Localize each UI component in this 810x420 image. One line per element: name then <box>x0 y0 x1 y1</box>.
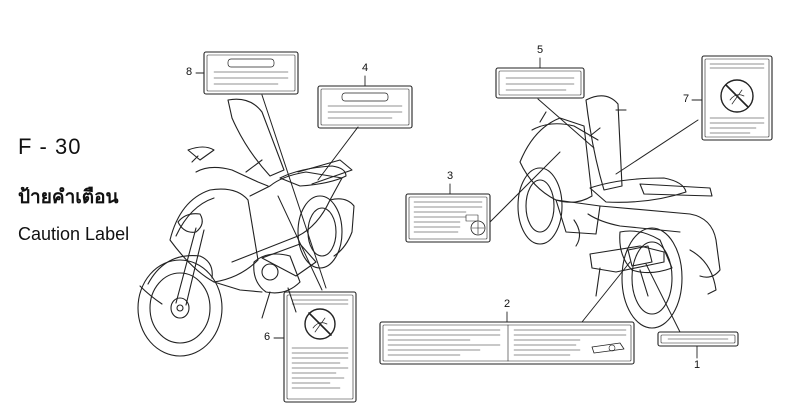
leader-line-3 <box>489 151 561 223</box>
front-wheel <box>137 259 223 357</box>
prohibition-circle-icon <box>304 308 336 340</box>
label-7 <box>701 55 773 141</box>
leader-line-4 <box>317 126 359 181</box>
leader-line-5 <box>537 98 595 149</box>
leader-lines <box>261 94 699 333</box>
label-3 <box>405 193 491 243</box>
page-code: F - 30 <box>18 134 82 159</box>
leader-line-1 <box>645 263 681 333</box>
leader-line-6 <box>277 195 323 291</box>
label-1 <box>657 331 739 347</box>
label-5 <box>495 67 585 99</box>
page-title-english: Caution Label <box>18 224 130 244</box>
scooter-rear-view <box>517 95 721 329</box>
callout-number: 7 <box>683 93 690 105</box>
callout-number: 3 <box>447 170 454 182</box>
label-2 <box>379 321 635 365</box>
scooter-front-view <box>137 98 355 357</box>
leader-line-8 <box>261 94 327 289</box>
label-4 <box>317 85 413 129</box>
rear-wheel <box>297 195 343 269</box>
title-block: F - 30 ป้ายคำเตือน Caution Label <box>18 134 129 245</box>
label-8 <box>203 51 299 95</box>
callout-number: 4 <box>362 62 369 74</box>
callout-number: 2 <box>504 298 511 310</box>
callout-number: 1 <box>694 359 701 371</box>
prohibition-circle-icon <box>720 79 754 113</box>
leader-line-7 <box>615 119 699 175</box>
rear-wheel-near <box>621 227 683 329</box>
leader-line-2 <box>581 261 631 323</box>
callout-number: 5 <box>537 44 544 56</box>
label-6 <box>283 291 357 403</box>
battery-icon <box>465 214 486 236</box>
callout-number: 6 <box>264 331 271 343</box>
callout-number: 8 <box>186 66 193 78</box>
page-title-thai: ป้ายคำเตือน <box>18 186 119 208</box>
callout-ticks <box>195 57 703 359</box>
